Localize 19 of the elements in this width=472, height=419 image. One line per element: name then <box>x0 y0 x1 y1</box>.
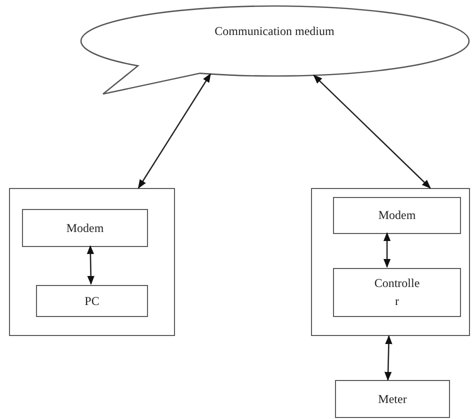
node-label: PC <box>84 292 100 310</box>
process-box <box>36 285 148 317</box>
double-arrow <box>313 74 431 189</box>
node-label: Modem <box>65 220 105 236</box>
device-box <box>335 380 450 418</box>
double-arrow <box>383 232 391 268</box>
process-box <box>333 197 461 234</box>
speech-bubble <box>78 4 471 96</box>
device-box <box>9 188 175 336</box>
double-arrow <box>138 73 211 189</box>
node-label: Communication medium <box>214 23 336 40</box>
node-label: Meter <box>377 390 408 408</box>
device-box <box>311 188 470 336</box>
process-box <box>333 268 461 317</box>
process-box <box>22 209 148 247</box>
node-label: Modem <box>377 207 417 224</box>
double-arrow <box>86 245 94 285</box>
double-arrow <box>384 335 392 381</box>
node-label: Controlle r <box>373 275 421 310</box>
